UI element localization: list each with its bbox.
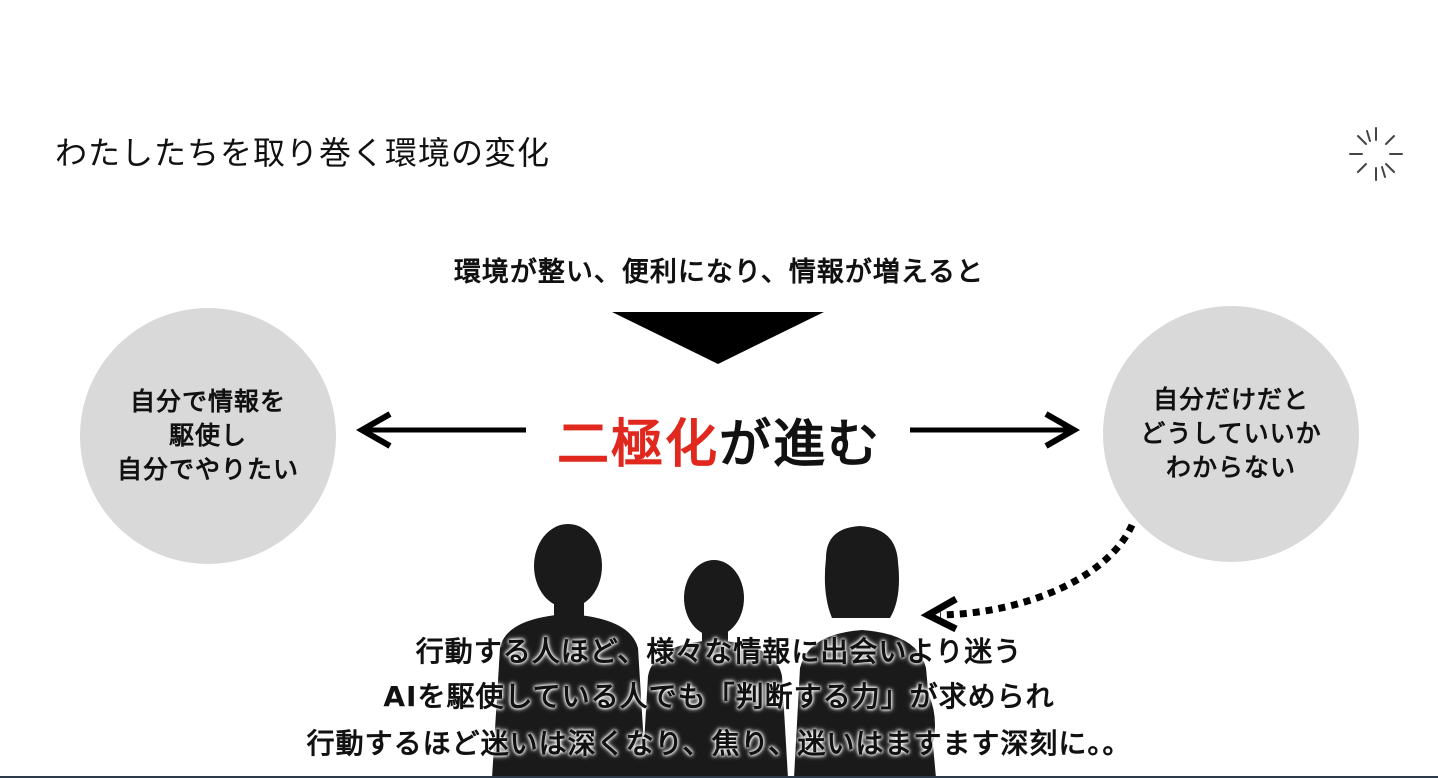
left-circle-line: 自分でやりたい (116, 455, 299, 484)
center-label: 二極化が進む (540, 402, 898, 477)
people-silhouette (492, 524, 936, 778)
bottom-line-1: 行動する人ほど、様々な情報に出会いより迷う (415, 635, 1023, 668)
bottom-line-2: AIを駆使している人でも「判断する力」が求められ (383, 680, 1055, 713)
left-circle-line: 駆使し (168, 421, 247, 450)
down-triangle (612, 312, 824, 364)
right-circle-line: わからない (1165, 453, 1296, 482)
left-circle: 自分で情報を 駆使し 自分でやりたい (80, 308, 336, 564)
center-label-rest: が進む (719, 415, 882, 475)
right-circle-line: どうしていいか (1140, 419, 1322, 448)
bottom-bar (0, 776, 1438, 778)
left-circle-line: 自分で情報を (129, 387, 286, 416)
lead-text: 環境が整い、便利になり、情報が増えると (453, 257, 985, 288)
bottom-line-3: 行動するほど迷いは深くなり、焦り、迷いはますます深刻に。。 (306, 727, 1132, 760)
left-arrow (356, 411, 526, 449)
center-label-highlight: 二極化 (556, 415, 719, 475)
right-circle-line: 自分だけだと (1152, 385, 1309, 414)
right-arrow (910, 411, 1080, 449)
right-circle: 自分だけだと どうしていいか わからない (1103, 306, 1359, 562)
slide-title: わたしたちを取り巻く環境の変化 (55, 134, 551, 172)
sparkle-icon (1349, 127, 1403, 181)
dotted-curve-arrow (920, 523, 1136, 633)
